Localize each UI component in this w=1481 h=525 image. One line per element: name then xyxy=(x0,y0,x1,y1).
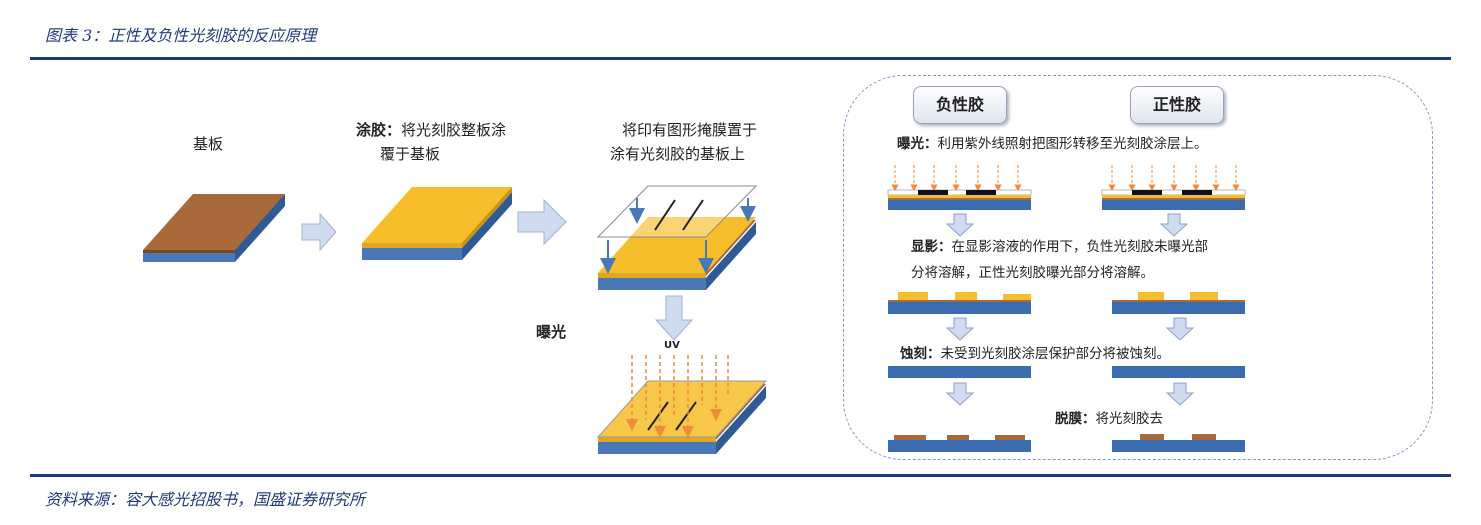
etch-desc: 蚀刻：未受到光刻胶涂层保护部分将被蚀刻。 xyxy=(900,341,1170,367)
develop-desc-text1: 在显影溶液的作用下，负性光刻胶未曝光部 xyxy=(951,239,1209,255)
develop-desc: 显影：在显影溶液的作用下，负性光刻胶未曝光部 分将溶解，正性光刻胶曝光部分将溶解… xyxy=(911,234,1208,286)
develop-desc-text2: 分将溶解，正性光刻胶曝光部分将溶解。 xyxy=(911,265,1154,281)
coated-slab xyxy=(362,187,512,260)
neg-exposure-layer xyxy=(887,165,1032,210)
positive-resist-tag: 正性胶 xyxy=(1130,86,1224,124)
coating-title: 涂胶： xyxy=(356,121,402,139)
etch-layers xyxy=(888,366,1245,378)
step-arrow-2 xyxy=(517,198,567,246)
coating-line2: 覆于基板 xyxy=(380,145,441,163)
top-rule xyxy=(30,57,1451,60)
strip-desc-text: 将光刻胶去 xyxy=(1095,411,1164,427)
panel-arrow-2 xyxy=(945,317,1195,341)
resist-comparison-panel xyxy=(843,75,1433,460)
mask-slab xyxy=(596,185,758,290)
exposure-desc-text: 利用紫外线照射把图形转移至光刻胶涂层上。 xyxy=(937,136,1208,152)
bottom-rule xyxy=(30,474,1451,477)
exposed-slab xyxy=(596,355,768,454)
strip-layers xyxy=(888,434,1245,452)
panel-arrow-1 xyxy=(945,213,1189,237)
uv-label: UV xyxy=(664,340,680,351)
exposure-desc-title: 曝光： xyxy=(897,136,938,152)
substrate-label: 基板 xyxy=(193,135,224,153)
figure-source: 资料来源：容大感光招股书，国盛证券研究所 xyxy=(45,490,366,509)
mask-line1: 将印有图形掩膜置于 xyxy=(622,121,758,139)
coating-line1: 将光刻胶整板涂 xyxy=(401,121,507,139)
step-arrow-1 xyxy=(301,212,337,252)
mask-label: 将印有图形掩膜置于 涂有光刻胶的基板上 xyxy=(610,118,757,166)
strip-desc-title: 脱膜： xyxy=(1055,411,1096,427)
panel-arrow-3 xyxy=(945,382,1195,406)
exposure-desc: 曝光：利用紫外线照射把图形转移至光刻胶涂层上。 xyxy=(897,131,1208,157)
strip-desc: 脱膜：将光刻胶去 xyxy=(1055,406,1163,432)
exposure-label: 曝光 xyxy=(536,323,567,341)
negative-resist-tag: 负性胶 xyxy=(913,86,1007,124)
figure-title: 图表 3：正性及负性光刻胶的反应原理 xyxy=(45,26,317,45)
develop-layers xyxy=(888,292,1245,314)
etch-desc-title: 蚀刻： xyxy=(900,346,941,362)
coating-label: 涂胶：将光刻胶整板涂 覆于基板 xyxy=(356,118,506,166)
etch-desc-text: 未受到光刻胶涂层保护部分将被蚀刻。 xyxy=(940,346,1171,362)
develop-desc-title: 显影： xyxy=(911,239,952,255)
substrate-slab xyxy=(143,194,285,262)
mask-line2: 涂有光刻胶的基板上 xyxy=(610,145,746,163)
step-arrow-3 xyxy=(654,295,694,341)
pos-exposure-layer xyxy=(1101,165,1246,210)
